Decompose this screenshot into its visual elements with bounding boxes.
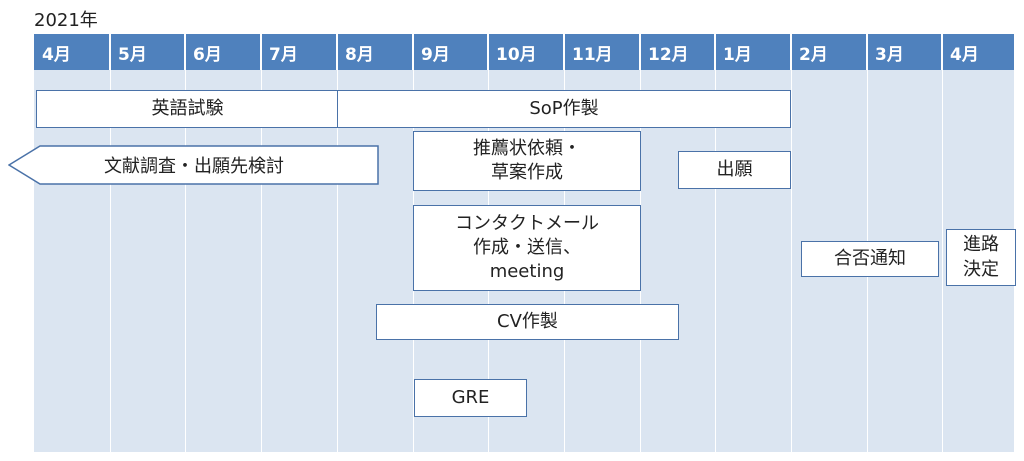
header-divider [563, 34, 565, 70]
task-contact-email: コンタクトメール 作成・送信、 meeting [413, 205, 641, 291]
month-header-nov: 11月 [564, 34, 640, 70]
task-career-decision: 進路 決定 [946, 229, 1016, 286]
header-divider [260, 34, 262, 70]
header-divider [790, 34, 792, 70]
month-header-apr-2021: 4月 [34, 34, 110, 70]
header-divider [184, 34, 186, 70]
month-header-oct: 10月 [488, 34, 564, 70]
task-literature-review: 文献調査・出願先検討 [8, 145, 380, 185]
month-header-aug: 8月 [337, 34, 413, 70]
task-english-exam: 英語試験 [36, 90, 339, 128]
month-header-jul: 7月 [261, 34, 337, 70]
header-divider [714, 34, 716, 70]
month-header-apr-2022: 4月 [942, 34, 1014, 70]
month-header-dec: 12月 [640, 34, 715, 70]
month-header-may: 5月 [110, 34, 185, 70]
month-header-feb: 2月 [791, 34, 867, 70]
task-application: 出願 [678, 151, 791, 189]
grid-line [110, 70, 111, 452]
year-label: 2021年 [34, 10, 98, 31]
task-acceptance-notice: 合否通知 [801, 241, 939, 277]
grid-line [791, 70, 792, 452]
task-gre: GRE [414, 379, 527, 417]
header-divider [412, 34, 414, 70]
header-divider [941, 34, 943, 70]
task-sop: SoP作製 [337, 90, 791, 128]
header-divider [336, 34, 338, 70]
header-divider [487, 34, 489, 70]
task-cv: CV作製 [376, 304, 679, 340]
month-header-jan: 1月 [715, 34, 791, 70]
grid-line [261, 70, 262, 452]
header-divider [639, 34, 641, 70]
month-header-mar: 3月 [867, 34, 942, 70]
left-arrow-shape [8, 145, 379, 185]
header-divider [109, 34, 111, 70]
grid-line [185, 70, 186, 452]
header-divider [866, 34, 868, 70]
task-literature-review-label: 文献調査・出願先検討 [104, 156, 284, 177]
month-header-sep: 9月 [413, 34, 488, 70]
month-header-jun: 6月 [185, 34, 261, 70]
grid-line [942, 70, 943, 452]
task-recommendation: 推薦状依頼・ 草案作成 [413, 131, 641, 191]
grid-line [715, 70, 716, 452]
grid-line [337, 70, 338, 452]
